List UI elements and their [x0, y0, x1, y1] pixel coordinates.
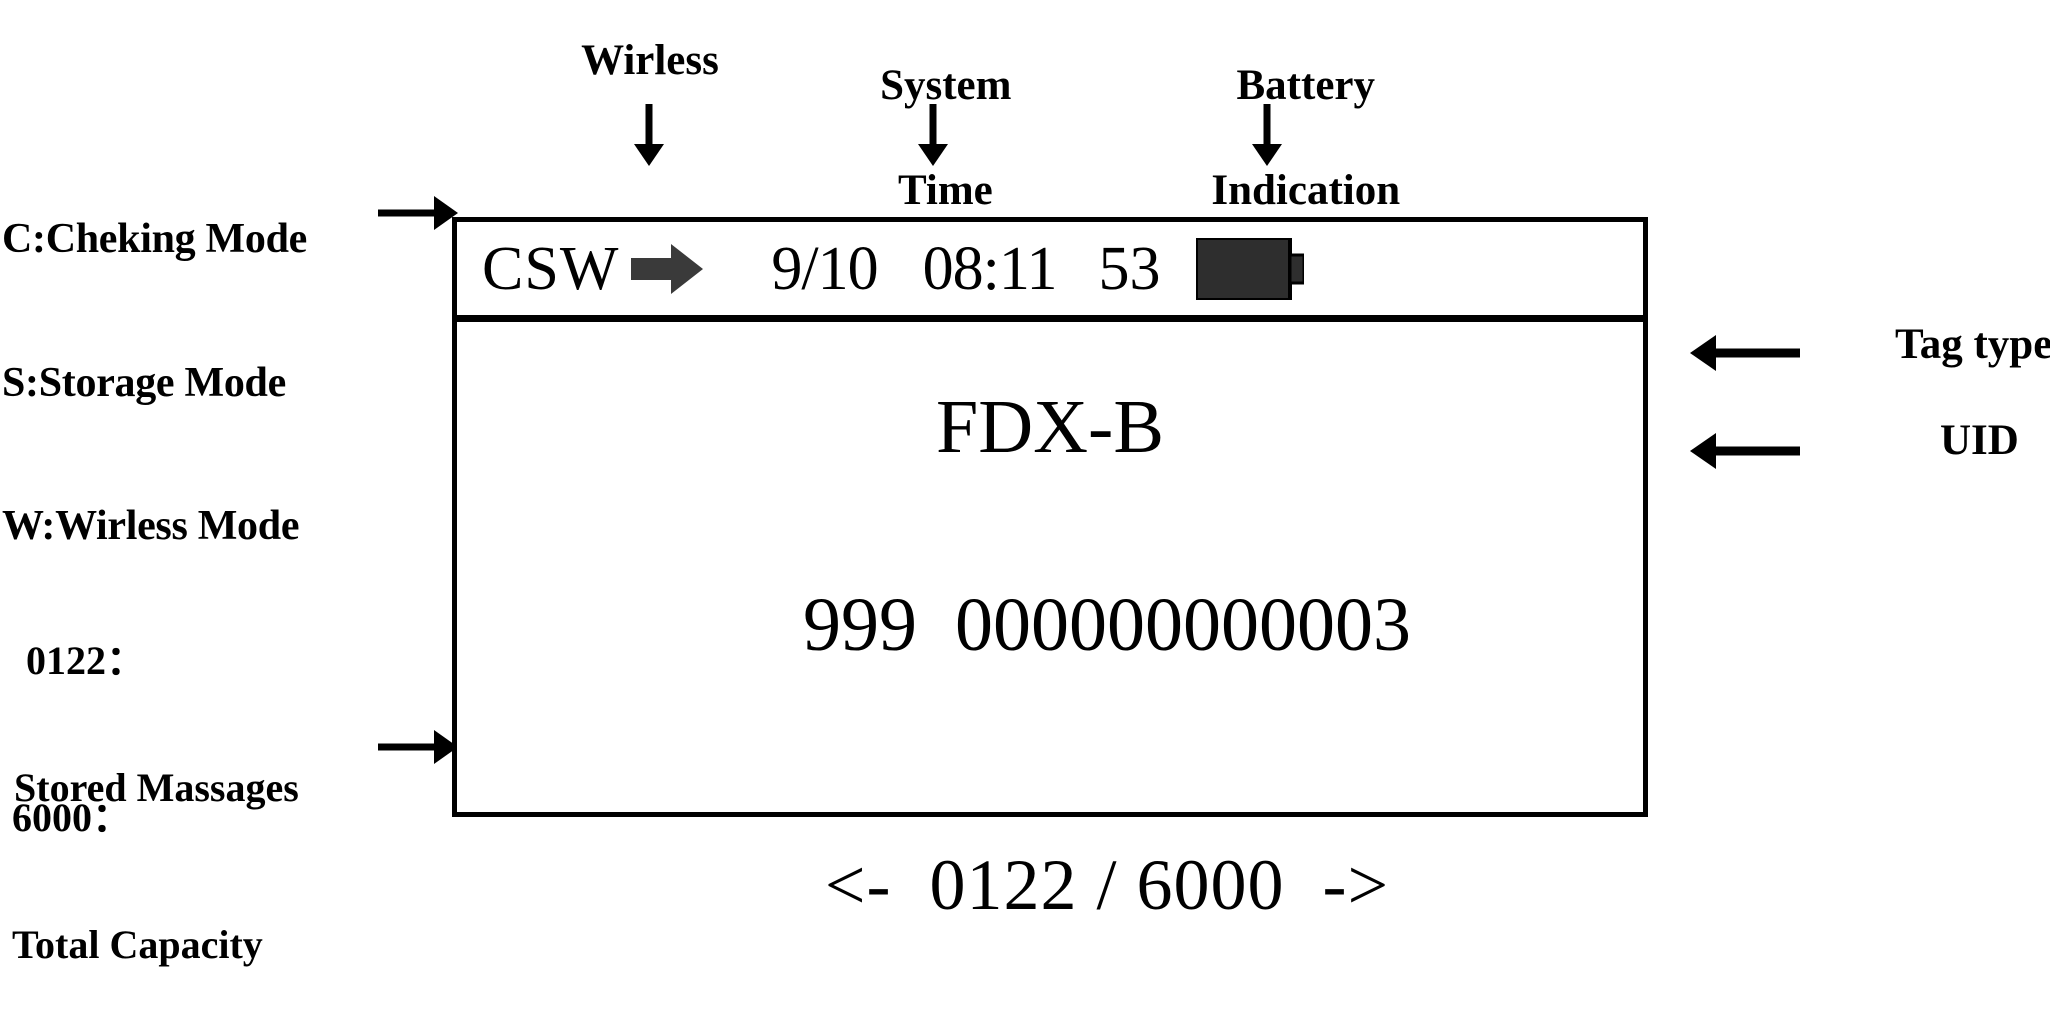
- record-counter-row: <- 0122 / 6000 ->: [457, 777, 1643, 993]
- wireless-callout-label: Wirless: [581, 37, 719, 84]
- prev-record-button[interactable]: <-: [824, 845, 892, 925]
- mode-legend: C:Cheking Mode S:Storage Mode W:Wirless …: [2, 128, 307, 603]
- stored-messages-legend: 0122： Stored Massages: [14, 555, 299, 852]
- system-time-line1: System: [880, 62, 1012, 110]
- uid-callout-label: UID: [1940, 417, 2019, 464]
- battery-line2: Indication: [1211, 167, 1401, 215]
- system-time-line2: Time: [897, 167, 993, 215]
- pointer-arrow-capacity-icon: [378, 722, 458, 772]
- pointer-arrow-system-time-icon: [912, 104, 954, 166]
- uid-row: 999 000000000003: [457, 511, 1643, 739]
- mode-legend-wireless: W:Wirless Mode: [2, 503, 300, 550]
- lcd-screen: CSW 9/10 08:11 53 FDX-B 999 000000000003…: [452, 217, 1648, 921]
- total-capacity-value: 6000：: [12, 794, 132, 840]
- status-date: 9/10: [771, 234, 878, 303]
- system-time-callout-label: System Time: [845, 8, 1025, 218]
- pointer-arrow-mode-icon: [378, 188, 458, 238]
- record-index: 0122: [929, 845, 1078, 925]
- tag-type-callout-label: Tag type: [1895, 321, 2050, 368]
- pointer-arrow-wireless-icon: [628, 104, 670, 166]
- mode-legend-storage: S:Storage Mode: [2, 359, 286, 406]
- record-separator: /: [1096, 845, 1118, 925]
- status-seconds: 53: [1098, 234, 1161, 303]
- battery-full-icon: [1195, 237, 1304, 300]
- lcd-status-bar: CSW 9/10 08:11 53: [457, 222, 1643, 322]
- battery-callout-label: Battery Indication: [1085, 8, 1505, 218]
- next-record-button[interactable]: ->: [1322, 845, 1390, 925]
- pointer-arrow-battery-icon: [1246, 104, 1288, 166]
- tag-type-value: FDX-B: [935, 385, 1165, 469]
- stored-messages-value: 0122：: [26, 637, 146, 683]
- total-capacity-label: Total Capacity: [12, 921, 263, 967]
- pointer-arrow-uid-icon: [1690, 428, 1800, 474]
- stored-messages-label: Stored Massages: [14, 764, 299, 810]
- uid-number: 000000000003: [955, 583, 1411, 667]
- battery-line1: Battery: [1236, 62, 1376, 110]
- right-arrow-icon: [631, 243, 704, 294]
- status-mode-indicator: CSW: [482, 234, 620, 303]
- mode-legend-checking: C:Cheking Mode: [2, 216, 307, 263]
- total-capacity-legend: 6000： Total Capacity: [12, 712, 263, 1009]
- status-time: 08:11: [922, 234, 1058, 303]
- uid-prefix: 999: [803, 583, 917, 667]
- pointer-arrow-tag-type-icon: [1690, 330, 1800, 376]
- lcd-main-area: FDX-B 999 000000000003 <- 0122 / 6000 ->: [457, 385, 1643, 921]
- record-total: 6000: [1136, 845, 1285, 925]
